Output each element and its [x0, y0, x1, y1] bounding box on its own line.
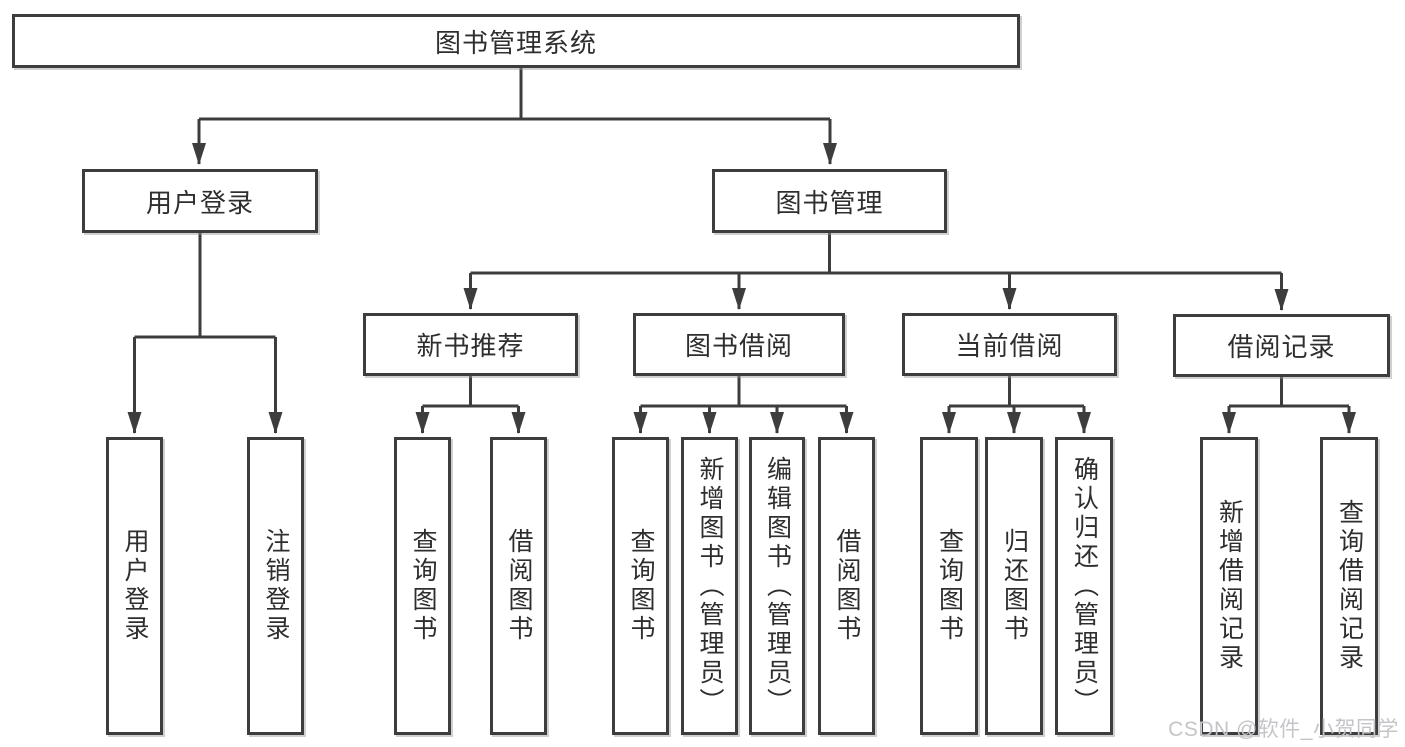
- node-leaf-user-login: 用户登录: [106, 437, 163, 735]
- node-leaf-query-books-1: 查询图书: [394, 437, 451, 735]
- node-book-management: 图书管理: [712, 169, 947, 233]
- node-leaf-edit-book-admin: 编辑图书（管理员）: [749, 437, 805, 735]
- node-library-system: 图书管理系统: [12, 14, 1020, 68]
- node-book-borrowing: 图书借阅: [633, 313, 845, 376]
- node-user-login: 用户登录: [82, 169, 318, 233]
- node-leaf-query-borrow-record: 查询借阅记录: [1320, 437, 1378, 735]
- node-borrowing-records: 借阅记录: [1173, 314, 1390, 377]
- node-leaf-logout: 注销登录: [247, 437, 304, 735]
- node-leaf-add-book-admin: 新增图书（管理员）: [681, 437, 738, 735]
- node-leaf-query-books-2: 查询图书: [612, 437, 669, 735]
- node-leaf-confirm-return-admin: 确认归还（管理员）: [1055, 437, 1113, 735]
- node-leaf-add-borrow-record: 新增借阅记录: [1200, 437, 1258, 735]
- node-leaf-return-book: 归还图书: [985, 437, 1043, 735]
- node-leaf-borrow-books-2: 借阅图书: [818, 437, 875, 735]
- node-leaf-query-books-3: 查询图书: [920, 437, 978, 735]
- node-current-borrowing: 当前借阅: [902, 313, 1117, 376]
- csdn-watermark: CSDN @软件_小贺同学: [1168, 718, 1399, 741]
- node-new-book-recommend: 新书推荐: [363, 313, 578, 376]
- node-leaf-borrow-books-1: 借阅图书: [490, 437, 547, 735]
